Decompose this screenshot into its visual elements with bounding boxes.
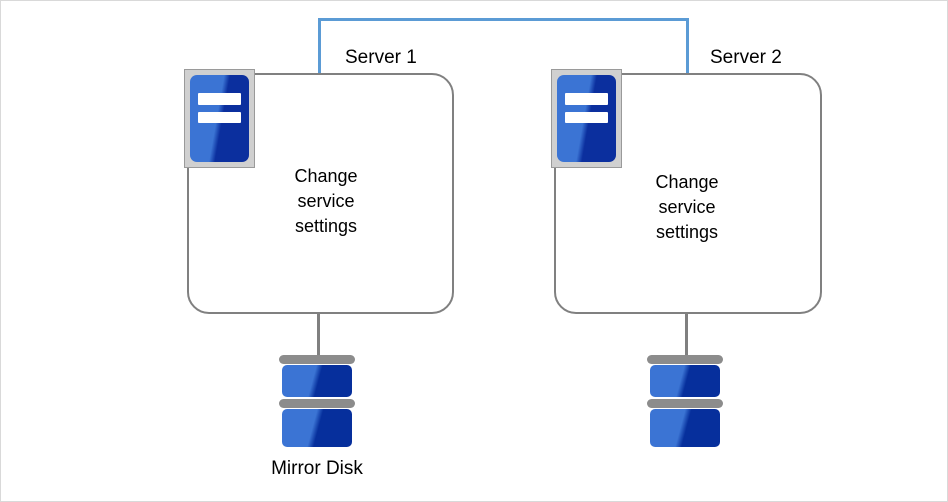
disk-plate-top xyxy=(279,355,355,364)
disk-body-upper xyxy=(650,365,720,397)
server-icon-bar-bottom xyxy=(198,111,241,123)
server-1-body-text: Change service settings xyxy=(256,164,396,239)
server-2-body-line-3: settings xyxy=(655,222,719,242)
interconnect-horizontal-line xyxy=(318,18,689,21)
server-2-body-text: Change service settings xyxy=(617,170,757,245)
disk-body-lower xyxy=(650,409,720,447)
server-2-body-line-2: service xyxy=(658,197,716,217)
disk-body-upper xyxy=(282,365,352,397)
server-icon-bar-top xyxy=(198,93,241,105)
server-2-label: Server 2 xyxy=(710,47,782,68)
interconnect-right-vertical-line xyxy=(686,18,689,73)
server-icon-bar-top xyxy=(565,93,608,105)
server-1-body-line-3: settings xyxy=(294,216,358,236)
disk-plate-middle xyxy=(647,399,723,408)
server-1-body-line-2: service xyxy=(297,191,355,211)
disk-body-lower xyxy=(282,409,352,447)
mirror-disk-icon xyxy=(279,355,355,451)
mirror-disk-label: Mirror Disk xyxy=(271,458,363,479)
server-2-body-line-1: Change xyxy=(655,172,719,192)
server-icon-body xyxy=(190,75,249,162)
server-icon-bar-bottom xyxy=(565,111,608,123)
disk-plate-middle xyxy=(279,399,355,408)
server-icon xyxy=(184,69,255,168)
server-2-disk-connector xyxy=(685,313,688,357)
server-1-disk-connector xyxy=(317,313,320,357)
server-1-label: Server 1 xyxy=(345,47,417,68)
interconnect-left-vertical-line xyxy=(318,18,321,73)
mirror-disk-icon xyxy=(647,355,723,451)
server-icon-body xyxy=(557,75,616,162)
disk-plate-top xyxy=(647,355,723,364)
server-1-body-line-1: Change xyxy=(294,166,358,186)
server-icon xyxy=(551,69,622,168)
